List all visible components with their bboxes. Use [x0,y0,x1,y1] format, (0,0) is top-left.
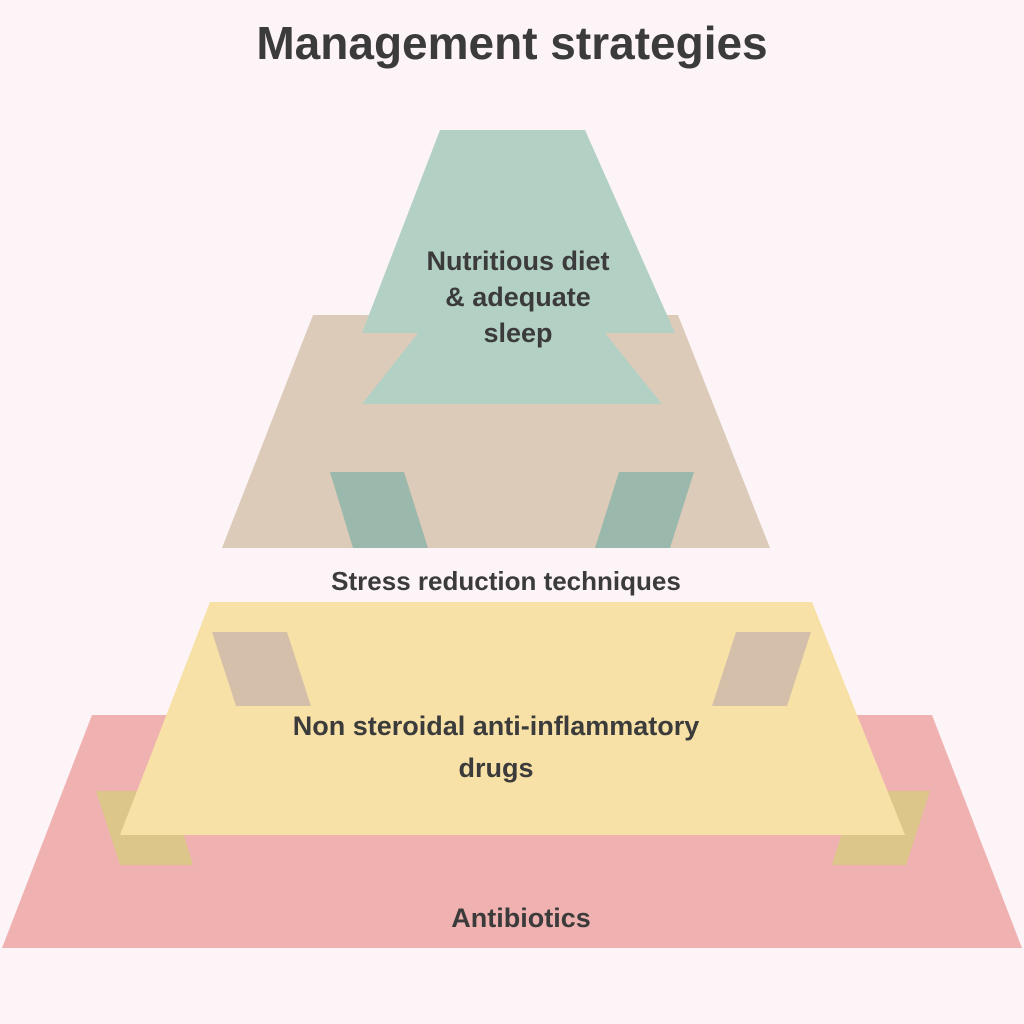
connector-right-top [595,472,694,548]
stress-label: Stress reduction techniques [331,566,681,596]
diet-sleep-label: Nutritious diet & adequate sleep [368,243,668,351]
connector-right-mid [712,632,811,706]
diet-sleep-line-3: sleep [483,318,553,348]
nsaid-label: Non steroidal anti-inflammatory drugs [196,705,796,789]
nsaid-line-2: drugs [458,753,534,783]
diet-sleep-line-1: Nutritious diet [426,246,610,276]
page-title: Management strategies [256,17,768,69]
diet-sleep-line-2: & adequate [445,282,591,312]
diet-sleep-layer [362,130,675,404]
nsaid-line-1: Non steroidal anti-inflammatory [292,711,700,741]
connector-left-top [330,472,428,548]
antibiotics-label: Antibiotics [451,903,591,933]
connector-left-mid [212,632,311,706]
nsaid-layer [120,602,905,835]
